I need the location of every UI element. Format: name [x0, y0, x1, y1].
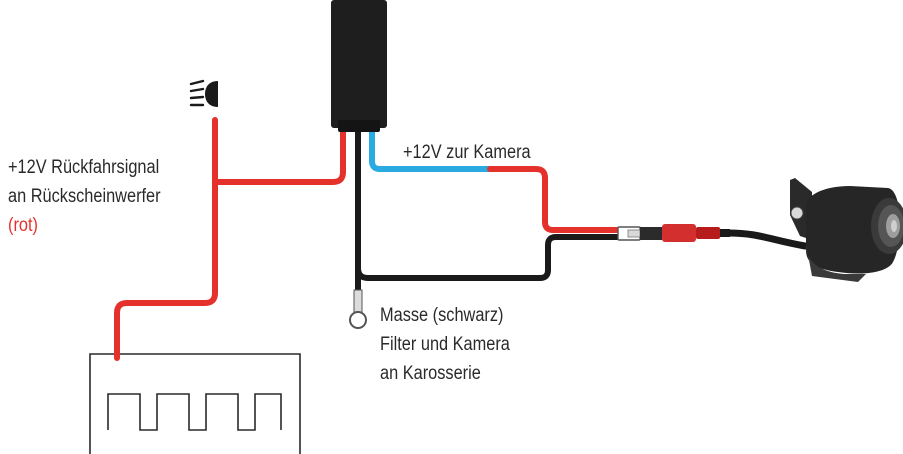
ring-terminal-icon	[349, 289, 367, 329]
reverse-signal-label-line2: an Rückscheinwerfer	[8, 186, 161, 207]
ground-label-line1: Masse (schwarz)	[380, 305, 504, 326]
square-wave-icon	[89, 353, 301, 454]
camera-power-label: +12V zur Kamera	[403, 142, 531, 163]
ground-label-line2: Filter und Kamera	[380, 334, 510, 355]
ground-label-line3: an Karosserie	[380, 363, 481, 384]
filter-box	[331, 0, 387, 132]
red-wire-reverse	[114, 117, 218, 361]
reverse-signal-label-line1: +12V Rückfahrsignal	[8, 157, 160, 178]
connector-plug	[617, 224, 730, 242]
reverse-signal-color-label: (rot)	[8, 215, 38, 236]
camera-cable	[724, 229, 809, 250]
headlight-icon	[189, 79, 218, 107]
red-wire-branch	[212, 127, 346, 185]
camera-icon	[790, 178, 903, 282]
red-wire-camera	[487, 166, 621, 233]
blue-wire-camera	[369, 127, 493, 172]
